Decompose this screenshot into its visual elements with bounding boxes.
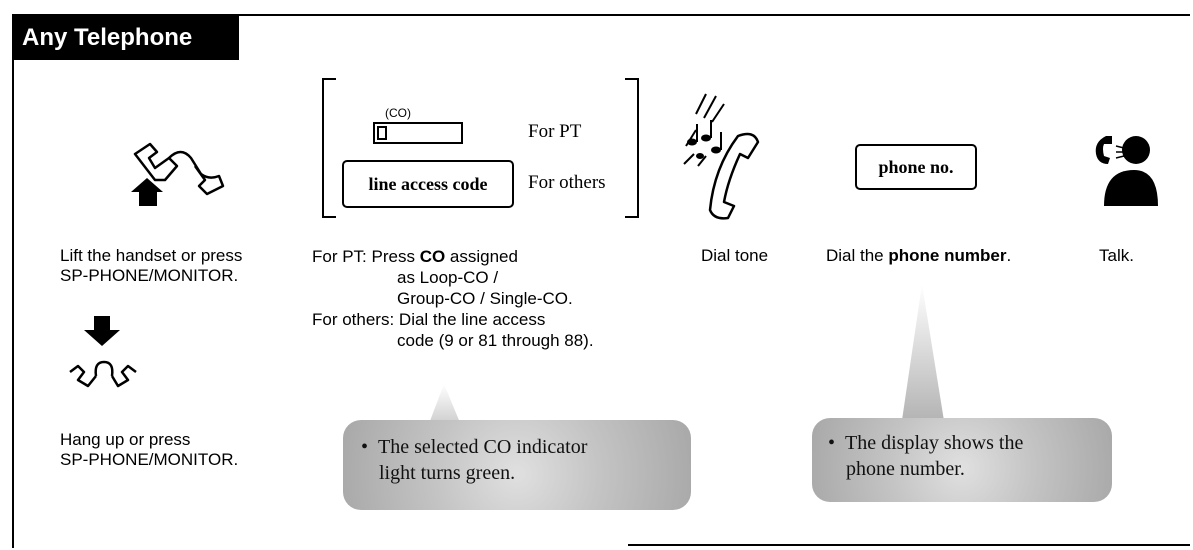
desc-pt-line: For PT: Press CO assigned — [312, 247, 518, 266]
lift-caption-line1: Lift the handset or press — [60, 246, 243, 265]
talk-icon — [1095, 136, 1158, 206]
desc-pt-line2: as Loop-CO / — [397, 268, 499, 287]
access-description: For PT: Press CO assigned as Loop-CO / G… — [312, 246, 594, 351]
display-note: • The display shows the phone number. — [812, 418, 1112, 502]
co-button[interactable] — [373, 122, 463, 144]
display-note-pointer — [901, 284, 945, 427]
lift-caption-line2: SP-PHONE/MONITOR. — [60, 266, 239, 285]
desc-others-line1: For others: Dial the line access — [312, 310, 546, 329]
desc-pt-line3: Group-CO / Single-CO. — [397, 289, 573, 308]
dial-caption: Dial the phone number. — [826, 246, 1012, 265]
section-header: Any Telephone — [12, 16, 239, 60]
co-note-line2: light turns green. — [379, 462, 516, 484]
phone-number-key[interactable]: phone no. — [855, 144, 977, 190]
line-access-code-key[interactable]: line access code — [342, 160, 514, 208]
frame-bottom-rule — [628, 544, 1190, 546]
for-others-label: For others — [528, 172, 606, 193]
page-frame — [12, 14, 1190, 548]
for-pt-label: For PT — [528, 121, 582, 142]
display-note-line1: • The display shows the — [828, 432, 1024, 454]
display-note-line2: phone number. — [846, 458, 965, 480]
talk-caption: Talk. — [1099, 246, 1134, 265]
left-bracket — [322, 78, 336, 218]
right-bracket — [625, 78, 639, 218]
desc-others-line2: code (9 or 81 through 88). — [397, 331, 594, 350]
lift-caption: Lift the handset or press SP-PHONE/MONIT… — [60, 246, 242, 286]
handset-hang-icon — [69, 316, 137, 388]
co-label: (CO) — [385, 106, 411, 120]
handset-lift-icon — [131, 142, 225, 206]
dial-tone-icon — [683, 93, 760, 220]
co-note-line1: • The selected CO indicator — [361, 436, 588, 458]
dial-tone-caption: Dial tone — [701, 246, 769, 265]
co-indicator-lamp — [377, 126, 387, 140]
co-indicator-note: • The selected CO indicator light turns … — [343, 420, 691, 510]
hang-caption-line2: SP-PHONE/MONITOR. — [60, 450, 239, 469]
hang-caption: Hang up or press SP-PHONE/MONITOR. — [60, 430, 238, 470]
hang-caption-line1: Hang up or press — [60, 430, 191, 449]
